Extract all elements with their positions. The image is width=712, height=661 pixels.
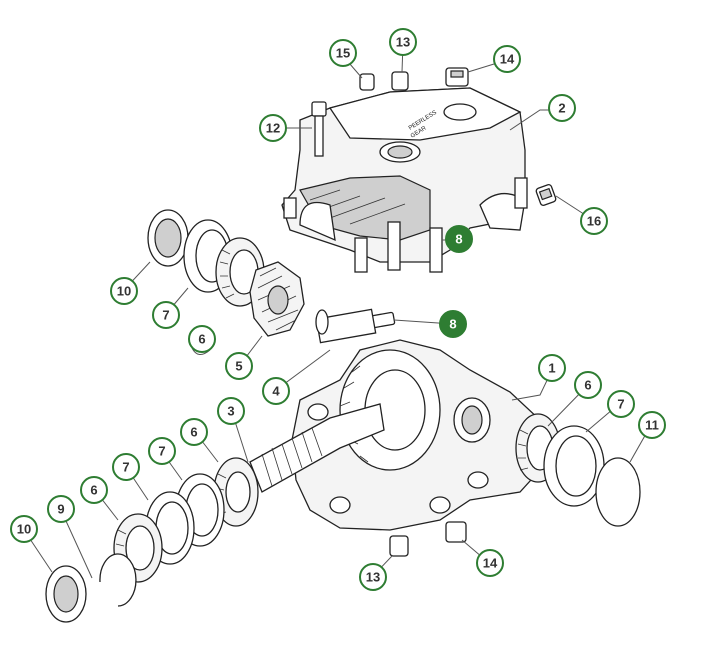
svg-text:7: 7 — [162, 308, 169, 323]
svg-text:2: 2 — [558, 101, 565, 116]
svg-text:12: 12 — [266, 121, 280, 136]
svg-text:14: 14 — [500, 52, 515, 67]
output-shaft — [249, 403, 385, 493]
callout-4[interactable]: 4 — [262, 377, 290, 405]
callout-6-mid[interactable]: 6 — [180, 418, 208, 446]
dowel-pin — [359, 73, 375, 91]
svg-text:14: 14 — [483, 556, 498, 571]
callout-12[interactable]: 12 — [259, 114, 287, 142]
svg-text:6: 6 — [90, 483, 97, 498]
svg-text:13: 13 — [366, 570, 380, 585]
svg-text:8: 8 — [449, 317, 456, 332]
vent-plug — [535, 184, 557, 206]
svg-text:5: 5 — [235, 359, 242, 374]
dowel-pin — [391, 71, 409, 91]
socket-cap-screw — [311, 101, 327, 157]
plug — [445, 521, 467, 543]
bearing-cup-right — [543, 425, 605, 507]
callout-13-lower[interactable]: 13 — [359, 563, 387, 591]
callout-9[interactable]: 9 — [47, 495, 75, 523]
svg-text:11: 11 — [645, 418, 659, 433]
callout-8-housing[interactable]: 8 — [445, 225, 473, 253]
callout-10-upper[interactable]: 10 — [110, 277, 138, 305]
dowel-pin — [389, 535, 409, 557]
retaining-ring — [99, 553, 137, 607]
callout-6-upper[interactable]: 6 — [188, 325, 216, 353]
callout-11[interactable]: 11 — [638, 411, 666, 439]
shaft-and-gear — [315, 308, 377, 344]
svg-text:3: 3 — [227, 404, 234, 419]
svg-text:6: 6 — [584, 378, 591, 393]
callout-16[interactable]: 16 — [580, 207, 608, 235]
callout-5[interactable]: 5 — [225, 352, 253, 380]
callout-3[interactable]: 3 — [217, 397, 245, 425]
callout-8-key[interactable]: 8 — [439, 310, 467, 338]
callout-6-right[interactable]: 6 — [574, 371, 602, 399]
svg-text:7: 7 — [122, 460, 129, 475]
expansion-plug — [595, 457, 641, 527]
callout-7-left[interactable]: 7 — [112, 453, 140, 481]
upper-housing: PEERLESS GEAR — [281, 87, 528, 273]
callout-6-left[interactable]: 6 — [80, 476, 108, 504]
svg-text:7: 7 — [617, 397, 624, 412]
callout-13[interactable]: 13 — [389, 28, 417, 56]
callouts: 15 13 14 2 12 16 8 10 7 8 6 5 4 1 6 7 11… — [10, 28, 666, 591]
svg-text:15: 15 — [336, 46, 350, 61]
oil-seal-lower — [45, 565, 87, 623]
svg-text:1: 1 — [548, 361, 555, 376]
oil-seal-upper — [147, 209, 189, 267]
svg-text:6: 6 — [198, 332, 205, 347]
callout-14[interactable]: 14 — [493, 45, 521, 73]
bevel-pinion-gear — [249, 261, 305, 337]
callout-15[interactable]: 15 — [329, 39, 357, 67]
callout-10-lower[interactable]: 10 — [10, 515, 38, 543]
svg-text:13: 13 — [396, 35, 410, 50]
svg-text:10: 10 — [117, 284, 131, 299]
callout-7-upper[interactable]: 7 — [152, 301, 180, 329]
callout-1[interactable]: 1 — [538, 354, 566, 382]
svg-text:7: 7 — [158, 444, 165, 459]
lower-housing — [291, 339, 541, 531]
svg-text:16: 16 — [587, 214, 601, 229]
callout-14-lower[interactable]: 14 — [476, 549, 504, 577]
svg-text:8: 8 — [455, 232, 462, 247]
svg-text:4: 4 — [272, 384, 280, 399]
callout-7-mid[interactable]: 7 — [148, 437, 176, 465]
callout-2[interactable]: 2 — [548, 94, 576, 122]
svg-text:9: 9 — [57, 502, 64, 517]
svg-text:10: 10 — [17, 522, 31, 537]
callout-7-right[interactable]: 7 — [607, 390, 635, 418]
plug — [445, 67, 469, 87]
svg-text:6: 6 — [190, 425, 197, 440]
